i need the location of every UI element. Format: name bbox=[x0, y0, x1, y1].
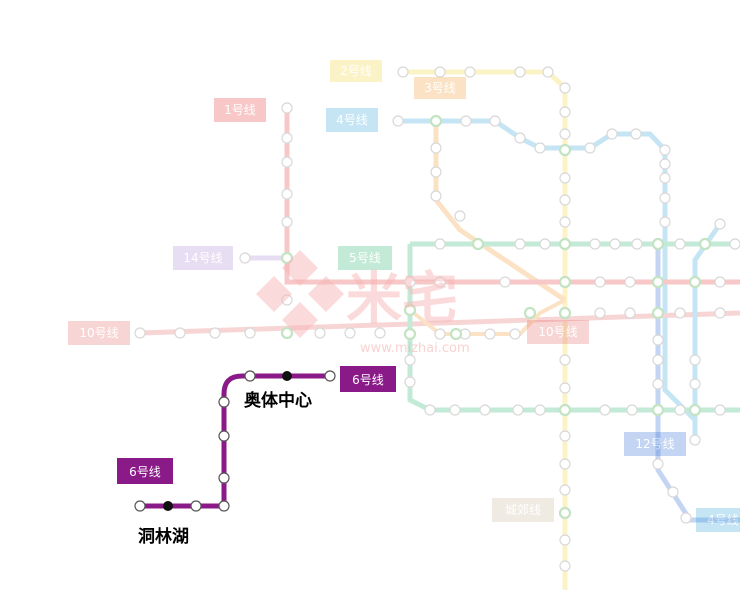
line1-label-text: 1号线 bbox=[224, 103, 256, 117]
line-chengjiao-label-text: 城郊线 bbox=[505, 503, 541, 517]
line10-label-east-text: 10号线 bbox=[538, 325, 577, 339]
line3-south-track bbox=[408, 298, 566, 336]
line10-track bbox=[139, 310, 740, 336]
station-donglinhu-marker[interactable] bbox=[163, 501, 173, 511]
faded-network bbox=[134, 66, 740, 590]
line5-track-bottom bbox=[407, 244, 740, 413]
line4-label-north-bg bbox=[326, 108, 378, 132]
line6: 奥体中心 洞林湖 6号线 6号线 bbox=[117, 366, 396, 547]
line14-label: 14号线 bbox=[173, 246, 233, 270]
line4-east-track bbox=[692, 222, 723, 440]
line-chengjiao-label: 城郊线 bbox=[492, 498, 554, 522]
station-aotizhongxin-marker[interactable] bbox=[282, 371, 292, 381]
line6-label-west: 6号线 bbox=[117, 458, 173, 484]
line14-label-text: 14号线 bbox=[183, 251, 222, 265]
line6-label-west-bg bbox=[117, 458, 173, 484]
line1-label: 1号线 bbox=[214, 98, 266, 122]
line4-label-north: 4号线 bbox=[326, 108, 378, 132]
line6-station[interactable] bbox=[134, 500, 146, 512]
line14-label-bg bbox=[173, 246, 233, 270]
station-donglinhu-label: 洞林湖 bbox=[138, 526, 189, 547]
line6-label-west-text: 6号线 bbox=[129, 465, 161, 479]
line12-label-bg bbox=[624, 432, 686, 456]
line3-track bbox=[433, 120, 567, 303]
faded-line-labels: 2号线 3号线 1号线 4号线 14号线 5号线 10号线 10号线 bbox=[68, 60, 740, 532]
line6-label-east-bg bbox=[340, 366, 396, 392]
line4-label-south: 4号线 bbox=[696, 508, 740, 532]
watermark: 米宅 www.mizhai.com bbox=[256, 250, 470, 356]
line1-label-bg bbox=[214, 98, 266, 122]
line6-label-east-text: 6号线 bbox=[352, 373, 384, 387]
line4-label-south-bg bbox=[696, 508, 740, 532]
line3-label: 3号线 bbox=[414, 77, 466, 99]
line2-track bbox=[403, 69, 568, 590]
line-chengjiao-label-bg bbox=[492, 498, 554, 522]
line5-label-bg bbox=[338, 246, 392, 270]
line6-station[interactable] bbox=[218, 500, 230, 512]
line12-track bbox=[655, 244, 740, 523]
line2-label: 2号线 bbox=[330, 60, 382, 82]
line10-label-east: 10号线 bbox=[527, 320, 589, 344]
line6-station[interactable] bbox=[218, 430, 230, 442]
line4-label-south-text: 4号线 bbox=[707, 513, 739, 527]
line1-track bbox=[284, 108, 740, 285]
line5-label-text: 5号线 bbox=[349, 251, 381, 265]
line6-station[interactable] bbox=[218, 472, 230, 484]
line4-label-north-text: 4号线 bbox=[336, 113, 368, 127]
line10-label-west-bg bbox=[68, 321, 130, 345]
faded-stations bbox=[134, 66, 740, 572]
line5-label: 5号线 bbox=[338, 246, 392, 270]
line10-label-west: 10号线 bbox=[68, 321, 130, 345]
line6-station[interactable] bbox=[218, 396, 230, 408]
line6-station[interactable] bbox=[190, 500, 202, 512]
line3-label-text: 3号线 bbox=[424, 81, 456, 95]
watermark-logo-icon bbox=[256, 250, 344, 338]
line4-track bbox=[398, 118, 698, 440]
watermark-url: www.mizhai.com bbox=[360, 341, 470, 356]
line6-label-east: 6号线 bbox=[340, 366, 396, 392]
line2-label-bg bbox=[330, 60, 382, 82]
station-aotizhongxin-label: 奥体中心 bbox=[244, 390, 312, 411]
line2-label-text: 2号线 bbox=[340, 64, 372, 78]
line6-station[interactable] bbox=[244, 370, 256, 382]
line6-track bbox=[140, 373, 330, 509]
watermark-brand: 米宅 bbox=[346, 267, 458, 332]
faded-transfer-stations bbox=[280, 114, 712, 520]
line12-label-text: 12号线 bbox=[635, 437, 674, 451]
line6-station[interactable] bbox=[324, 370, 336, 382]
line3-label-bg bbox=[414, 77, 466, 99]
line6-stations bbox=[134, 370, 336, 512]
line12-label: 12号线 bbox=[624, 432, 686, 456]
line10-label-east-bg bbox=[527, 320, 589, 344]
line10-label-west-text: 10号线 bbox=[79, 326, 118, 340]
